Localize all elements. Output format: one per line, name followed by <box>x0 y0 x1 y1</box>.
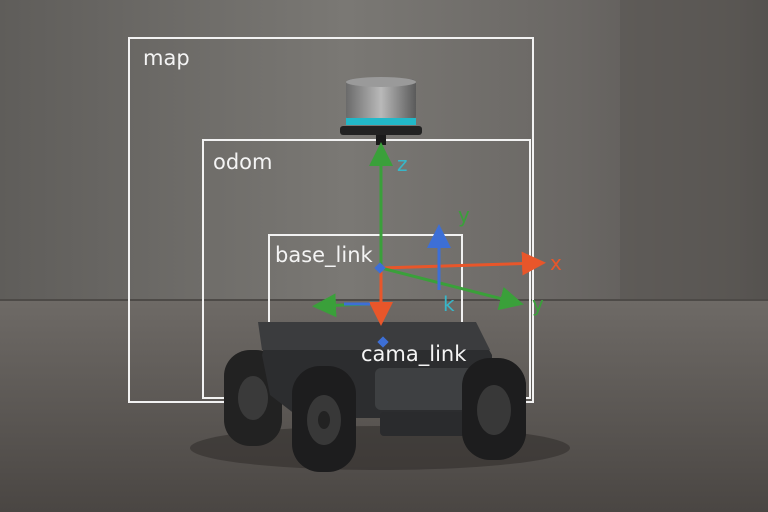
base-origin-marker <box>374 262 386 274</box>
camera-origin-marker <box>377 336 389 348</box>
lidar-sensor <box>340 77 422 145</box>
lidar-ring <box>346 118 416 125</box>
base-x-axis <box>380 251 546 276</box>
wheel-front-left <box>292 366 356 472</box>
wheel-front-right <box>462 358 526 460</box>
map-frame-label: map <box>143 46 190 70</box>
base-link-frame-label: base_link <box>275 243 374 268</box>
front-bumper <box>375 368 475 410</box>
camera-link-frame-label: cama_link <box>361 342 467 367</box>
base-y-side-label: y <box>532 292 544 316</box>
base-y-top-label: y <box>458 203 470 227</box>
base-k-label: k <box>443 292 455 316</box>
mobile-robot <box>224 322 526 472</box>
base-y-axis <box>380 266 524 311</box>
robot-top-plate <box>258 322 490 350</box>
lidar-z-label: z <box>397 152 408 176</box>
wall-pillar <box>620 0 740 300</box>
odom-frame-label: odom <box>213 150 272 174</box>
lower-bumper <box>380 412 475 436</box>
base-x-label: x <box>550 251 562 275</box>
